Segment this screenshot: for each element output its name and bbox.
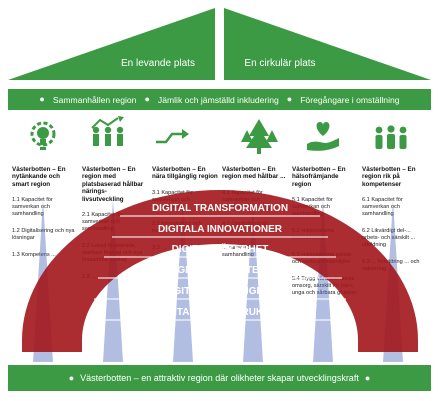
column-item: 4.1 Kapacitet för samverkan och samhandl… xyxy=(222,189,263,210)
column-4: Västerbotten – En region med hållbar ...… xyxy=(222,166,288,350)
bullet-icon: ● xyxy=(144,94,150,104)
trees-icon xyxy=(241,119,278,154)
column-3: Västerbotten – En nära tillgänglig regio… xyxy=(152,166,218,350)
column-title: Västerbotten – En hälsofrämjande region xyxy=(292,166,346,188)
hand-heart-icon xyxy=(307,122,339,151)
column-item: 1.2 Digitalisering och nya lösningar xyxy=(12,228,75,242)
group-people-icon xyxy=(375,125,407,149)
strip-item-1: Sammanhållen region xyxy=(52,94,137,105)
column-title: Västerbotten – En region med hållbar ... xyxy=(222,166,286,181)
strip-item-2: Jämlik och jämställd inkludering xyxy=(157,94,279,105)
column-5: Västerbotten – En hälsofrämjande region … xyxy=(292,166,358,350)
column-title: Västerbotten – En region rik på kompeten… xyxy=(362,166,416,188)
column-item: 2.3 ... xyxy=(82,274,96,281)
column-item: ... samverkan samhandling xyxy=(222,244,256,258)
column-item: 3.2 Infrastruktur och transporter xyxy=(152,220,202,234)
column-title: Västerbotten – En region med platsbasera… xyxy=(82,166,144,203)
column-1: Västerbotten – En nytänkande och smart r… xyxy=(12,166,78,350)
column-item: 2.1 Kapacitet för samverkan och samhandl… xyxy=(82,212,123,233)
column-item: 3.3 ... xyxy=(152,244,166,251)
column-item: 1.3 Kompetens ... xyxy=(12,252,56,259)
people-growth-icon xyxy=(91,116,124,146)
route-arrow-icon xyxy=(156,129,189,144)
footer-text: Västerbotten – en attraktiv region där o… xyxy=(80,373,359,383)
column-item: 4.2 Omställning till ... akvytotal xyxy=(222,220,274,234)
values-strip: ● Sammanhållen region ● Jämlik och jämst… xyxy=(8,89,431,110)
column-item: 6.2 Likvärdigt del-... arbets- och särsk… xyxy=(362,228,416,249)
column-item: 6.3 ... förbättring ... och validering xyxy=(362,259,420,273)
column-item: 5.1 Kapacitet för samverkan och samhandl… xyxy=(292,197,333,218)
column-item: 2.2 Lokalt förankrade, starkare företag … xyxy=(82,243,143,264)
column-item: 5.4 Trygg vård och social omsorg, särski… xyxy=(292,276,357,297)
roof: En levande plats En cirkulär plats xyxy=(8,8,431,80)
column-6: Västerbotten – En region rik på kompeten… xyxy=(362,166,428,350)
bullet-icon: ● xyxy=(364,373,371,383)
bullet-icon: ● xyxy=(39,94,45,104)
bullet-icon: ● xyxy=(286,94,293,104)
column-item: 6.1 Kapacitet för samverkan och samhandl… xyxy=(362,197,403,218)
column-item: 1.1 Kapacitet för samverkan och samhandl… xyxy=(12,197,53,218)
column-item: 5.3 Hälsosamma arbets- och verksamhetsmi… xyxy=(292,252,353,266)
roof-right-label: En cirkulär plats xyxy=(244,58,315,69)
bullet-icon: ● xyxy=(68,373,75,383)
footer-band: ● Västerbotten – en attraktiv region där… xyxy=(8,365,431,391)
roof-right xyxy=(224,8,431,80)
column-item: 5.2 Hälsosamma levnadsvanor xyxy=(292,228,334,242)
roof-left xyxy=(8,8,215,80)
strip-item-3: Föregångare i omställning xyxy=(300,94,400,105)
column-title: Västerbotten – En nära tillgänglig regio… xyxy=(152,166,218,181)
column-item: 3.1 Kapacitet för samverkan och samhandl… xyxy=(152,189,193,210)
roof-left-label: En levande plats xyxy=(121,58,195,69)
column-title: Västerbotten – En nytänkande och smart r… xyxy=(12,166,66,188)
lightbulb-gear-icon xyxy=(30,121,56,150)
column-2: Västerbotten – En region med platsbasera… xyxy=(82,166,148,350)
